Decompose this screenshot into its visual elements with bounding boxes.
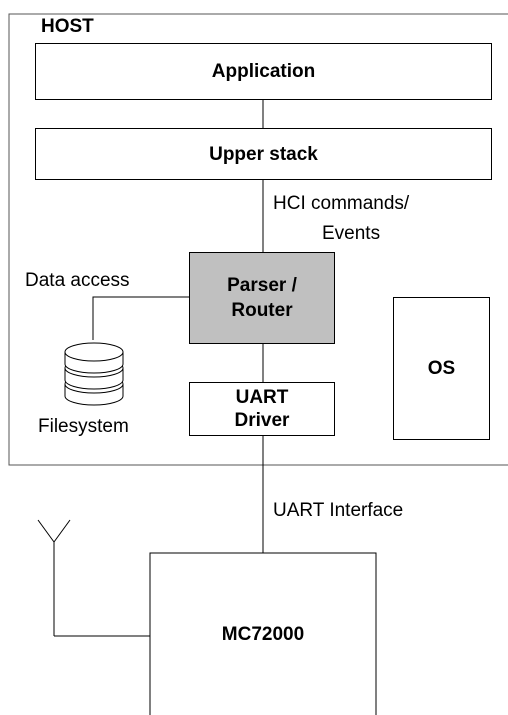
parser-router-block: Parser / Router [189,252,335,344]
chip-outline [149,552,377,715]
uart-label: UART [235,387,289,408]
data-access-line [92,296,189,340]
uart-interface-label: UART Interface [273,500,404,521]
upper-stack-block: Upper stack [35,128,492,180]
application-label: Application [211,61,316,82]
database-icon [64,342,124,406]
upper-stack-label: Upper stack [209,143,318,165]
driver-label: Driver [234,410,290,431]
os-label: OS [427,358,456,379]
chip-label: MC72000 [221,624,305,645]
antenna-icon [37,519,150,637]
parser-label: Parser / [227,275,297,296]
uart-driver-block: UART Driver [189,382,335,436]
router-label: Router [231,300,293,321]
hci-commands-label: HCI commands/ [273,193,410,214]
application-block: Application [35,43,492,100]
hci-events-label: Events [322,223,381,244]
data-access-label: Data access [25,270,130,291]
filesystem-label: Filesystem [38,416,129,437]
host-title: HOST [41,16,94,37]
host-frame [8,13,508,466]
os-block: OS [393,297,490,440]
